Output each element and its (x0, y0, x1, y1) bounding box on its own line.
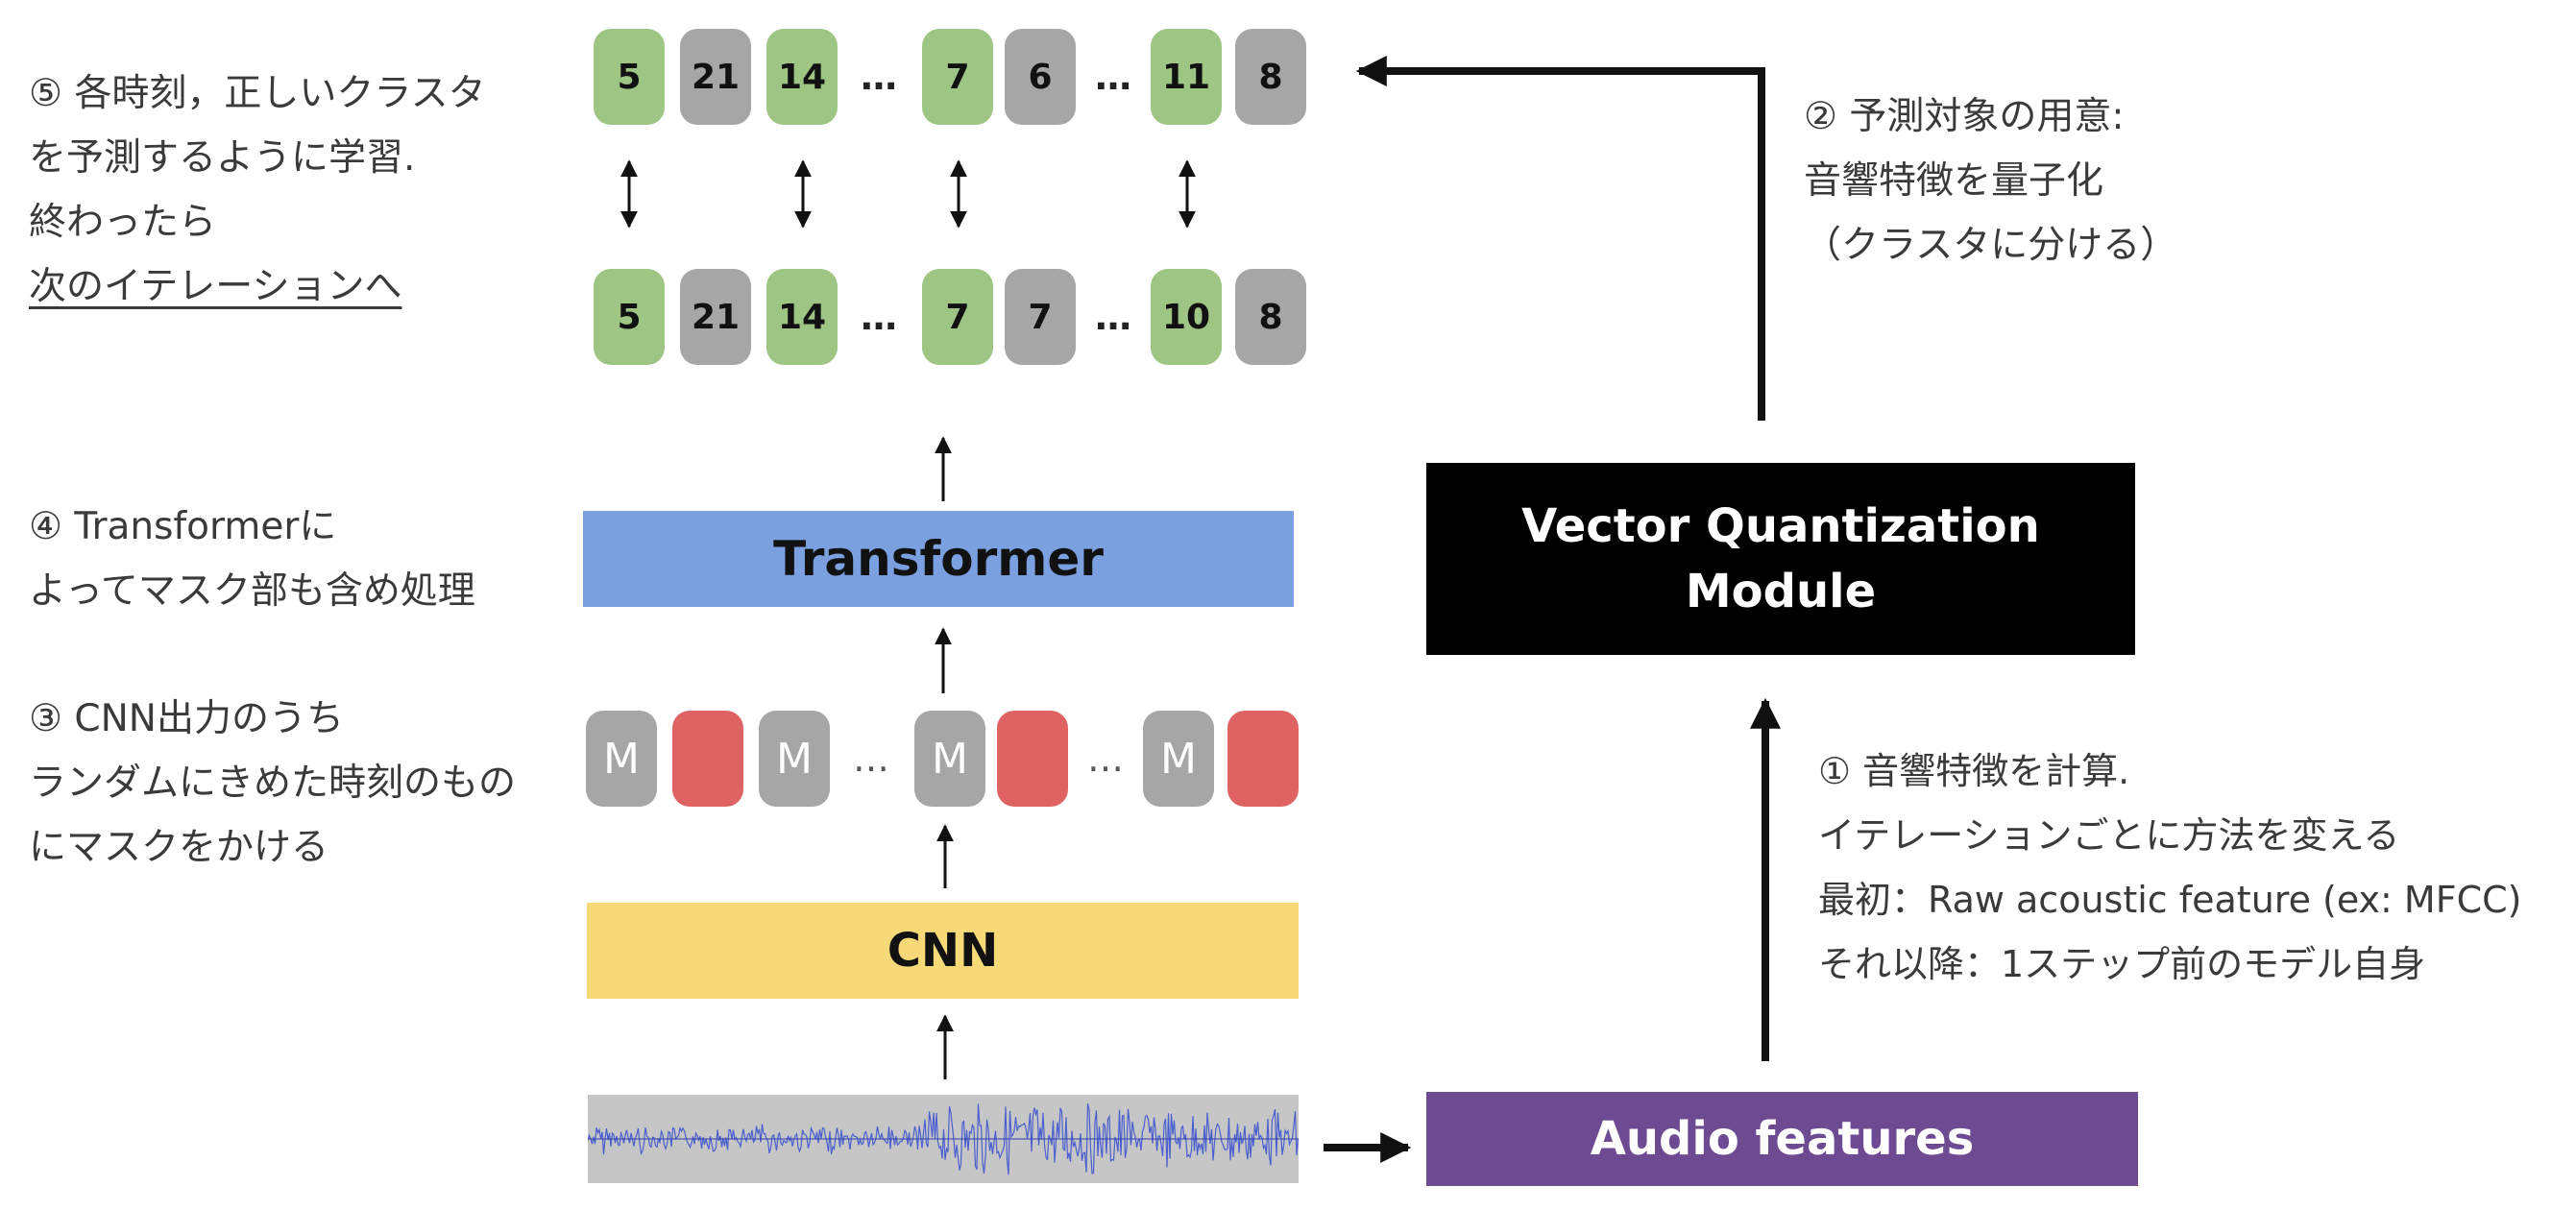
vq-label-line2: Module (1685, 565, 1877, 618)
cluster-token: 10 (1151, 269, 1222, 365)
cluster-token: 7 (922, 269, 993, 365)
note-step1-line1: ① 音響特徴を計算. (1818, 750, 2130, 792)
waveform-path (587, 1102, 1300, 1175)
note-step5-line2: を予測するように学習. (29, 136, 416, 180)
note-step3-line2: ランダムにきめた時刻のもの (29, 762, 517, 805)
note-step5: ⑤ 各時刻，正しいクラスタ を予測するように学習. 終わったら 次のイテレーショ… (29, 61, 486, 319)
note-step2-line2: 音響特徴を量子化 (1804, 159, 2104, 203)
audio-features-label: Audio features (1590, 1112, 1975, 1166)
cluster-token: 5 (594, 29, 665, 125)
note-step5-underlined: 次のイテレーションへ (29, 265, 402, 308)
ellipsis: … (853, 738, 889, 780)
note-step3-line1: ③ CNN出力のうち (29, 697, 344, 740)
cnn-block: CNN (587, 903, 1299, 999)
arrow-vq-to-targets (1355, 56, 1765, 421)
cluster-token: 11 (1151, 29, 1222, 125)
cluster-token: 14 (766, 29, 838, 125)
waveform (587, 1102, 1300, 1175)
vq-label-line1: Vector Quantization (1521, 499, 2040, 553)
mask-token: M (914, 711, 985, 807)
note-step1-line4: それ以降：1ステップ前のモデル自身 (1818, 943, 2426, 985)
note-step2: ② 予測対象の用意: 音響特徴を量子化 （クラスタに分ける） (1804, 85, 2177, 278)
note-step5-line1: ⑤ 各時刻，正しいクラスタ (29, 72, 486, 115)
ellipsis: … (1095, 296, 1131, 338)
note-step4-line1: ④ Transformerに (29, 505, 337, 548)
cluster-token: 7 (922, 29, 993, 125)
transformer-label: Transformer (773, 531, 1104, 587)
note-step2-line1: ② 予測対象の用意: (1804, 95, 2125, 138)
cluster-token: 21 (680, 29, 751, 125)
ellipsis: … (861, 296, 897, 338)
mask-token: M (586, 711, 657, 807)
vq-module-block: Vector Quantization Module (1426, 463, 2135, 655)
note-step1-line3: 最初：Raw acoustic feature (ex: MFCC) (1818, 879, 2522, 921)
note-step1-line2: イテレーションごとに方法を変える (1818, 814, 2400, 857)
mask-token: M (1143, 711, 1214, 807)
note-step3: ③ CNN出力のうち ランダムにきめた時刻のもの にマスクをかける (29, 687, 516, 880)
cluster-token: 8 (1235, 29, 1306, 125)
waveform-strip (587, 1095, 1300, 1183)
mask-token: M (759, 711, 830, 807)
cluster-token: 8 (1235, 269, 1306, 365)
note-step3-line3: にマスクをかける (29, 826, 329, 869)
note-step5-line3: 終わったら (29, 201, 217, 244)
note-step5-line4: 次のイテレーションへ (29, 254, 486, 319)
audio-features-block: Audio features (1426, 1092, 2138, 1186)
note-step4: ④ Transformerに よってマスク部も含め処理 (29, 495, 475, 623)
note-step2-line3: （クラスタに分ける） (1804, 224, 2178, 267)
note-step4-line2: よってマスク部も含め処理 (29, 569, 475, 613)
masked-output-token (997, 711, 1068, 807)
cluster-token: 7 (1005, 269, 1076, 365)
cluster-token: 21 (680, 269, 751, 365)
cluster-token: 5 (594, 269, 665, 365)
cluster-token: 6 (1005, 29, 1076, 125)
ellipsis: … (861, 56, 897, 98)
masked-output-token (672, 711, 743, 807)
ellipsis: … (1087, 738, 1124, 780)
masked-output-token (1227, 711, 1299, 807)
transformer-block: Transformer (583, 511, 1294, 607)
note-step1: ① 音響特徴を計算. イテレーションごとに方法を変える 最初：Raw acous… (1818, 739, 2521, 997)
ellipsis: … (1095, 56, 1131, 98)
cluster-token: 14 (766, 269, 838, 365)
cnn-label: CNN (887, 924, 999, 978)
